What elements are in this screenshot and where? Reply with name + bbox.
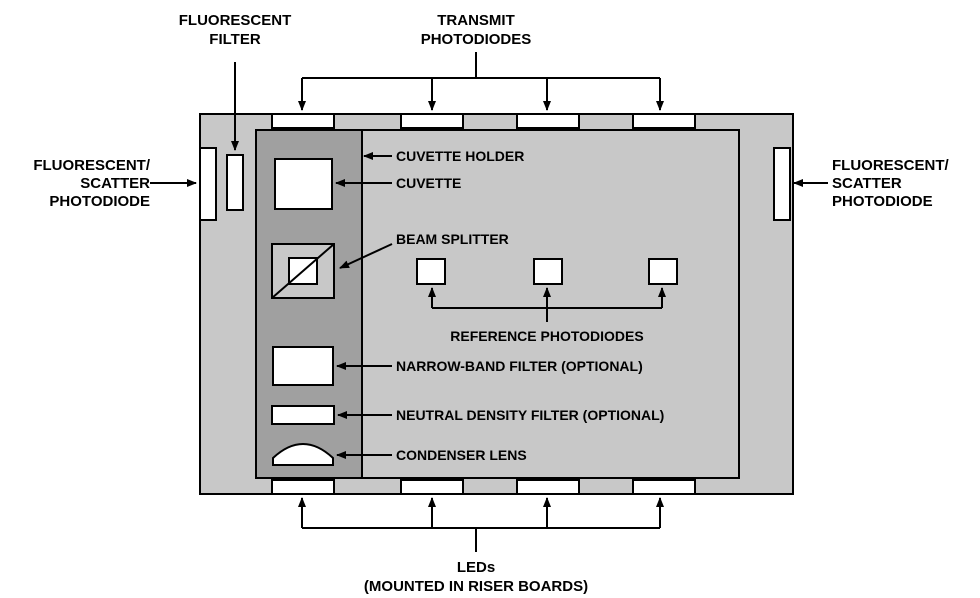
fluorescent-filter (226, 154, 244, 211)
transmit-photodiodes-label-2: PHOTODIODES (421, 31, 532, 48)
condenser-lens-label: CONDENSER LENS (396, 447, 527, 463)
fluorescent-filter-label-2: FILTER (209, 31, 261, 48)
leader-arrows (150, 62, 828, 459)
right-scatter-photodiode (773, 147, 791, 221)
leds-label-2: (MOUNTED IN RISER BOARDS) (364, 578, 588, 595)
leds-label-1: LEDs (457, 559, 495, 576)
left-photodiode-label-1: FLUORESCENT/ (33, 157, 151, 174)
narrow-band-filter (272, 346, 334, 386)
right-photodiode-label-3: PHOTODIODE (832, 193, 933, 210)
condenser-lens (272, 443, 334, 466)
transmit-photodiode (400, 113, 464, 129)
right-photodiode-label-1: FLUORESCENT/ (832, 157, 950, 174)
beam-splitter-label: BEAM SPLITTER (396, 231, 509, 247)
transmit-photodiode (516, 113, 580, 129)
neutral-density-filter (271, 405, 335, 425)
reference-photodiodes-label: REFERENCE PHOTODIODES (450, 328, 643, 344)
transmit-photodiodes-label-1: TRANSMIT (437, 12, 515, 29)
beam-splitter-diagonal (271, 243, 335, 299)
transmit-photodiode (271, 113, 335, 129)
led (400, 479, 464, 495)
cuvette (274, 158, 333, 210)
transmit-bracket (298, 52, 664, 111)
cuvette-holder-label: CUVETTE HOLDER (396, 148, 524, 164)
led (632, 479, 696, 495)
led (271, 479, 335, 495)
left-scatter-photodiode (199, 147, 217, 221)
left-photodiode-label-2: SCATTER (80, 175, 150, 192)
reference-photodiode (648, 258, 678, 285)
fluorescent-filter-label-1: FLUORESCENT (179, 12, 292, 29)
reference-bracket (428, 287, 666, 322)
cuvette-label: CUVETTE (396, 175, 461, 191)
leds-bracket (298, 497, 664, 552)
led (516, 479, 580, 495)
reference-photodiode (533, 258, 563, 285)
reference-photodiode (416, 258, 446, 285)
narrow-band-filter-label: NARROW-BAND FILTER (OPTIONAL) (396, 358, 643, 374)
transmit-photodiode (632, 113, 696, 129)
neutral-density-filter-label: NEUTRAL DENSITY FILTER (OPTIONAL) (396, 407, 664, 423)
right-photodiode-label-2: SCATTER (832, 175, 902, 192)
left-photodiode-label-3: PHOTODIODE (49, 193, 150, 210)
